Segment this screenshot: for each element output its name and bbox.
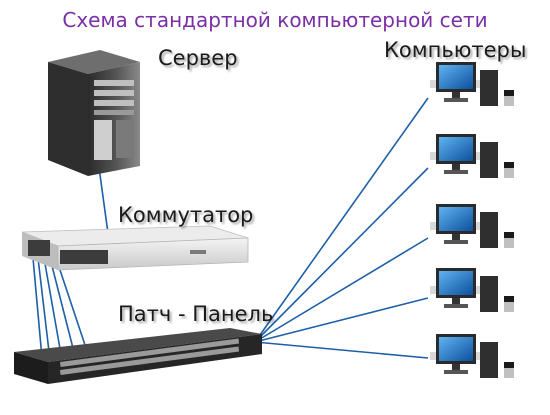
cable-patch-computer-5	[254, 341, 429, 359]
server-label: Сервер	[158, 46, 238, 70]
switch-label: Коммутатор	[118, 203, 254, 227]
patch-panel-label: Патч - Панель	[118, 302, 274, 326]
computer-2-icon	[430, 134, 514, 178]
diagram-title: Схема стандартной компьютерной сети	[62, 8, 488, 32]
cable-switch-patch-4	[49, 257, 77, 361]
server-icon	[48, 50, 140, 176]
cable-patch-computer-3	[254, 237, 429, 343]
computer-4-icon	[430, 268, 514, 312]
switch-icon	[21, 225, 249, 271]
cable-patch-computer-1	[254, 97, 429, 343]
cables	[32, 97, 429, 361]
computer-1-icon	[430, 62, 514, 106]
computer-5-icon	[430, 334, 514, 378]
computer-3-icon	[430, 204, 514, 248]
cable-switch-patch-1	[32, 257, 43, 359]
cable-switch-patch-5	[55, 257, 91, 361]
cable-switch-patch-3	[43, 257, 63, 361]
patch-panel-icon	[14, 328, 262, 384]
cable-patch-computer-2	[254, 167, 429, 343]
cable-patch-computer-4	[254, 297, 429, 343]
computers-label: Компьютеры	[384, 38, 527, 62]
cable-switch-patch-2	[37, 257, 51, 361]
